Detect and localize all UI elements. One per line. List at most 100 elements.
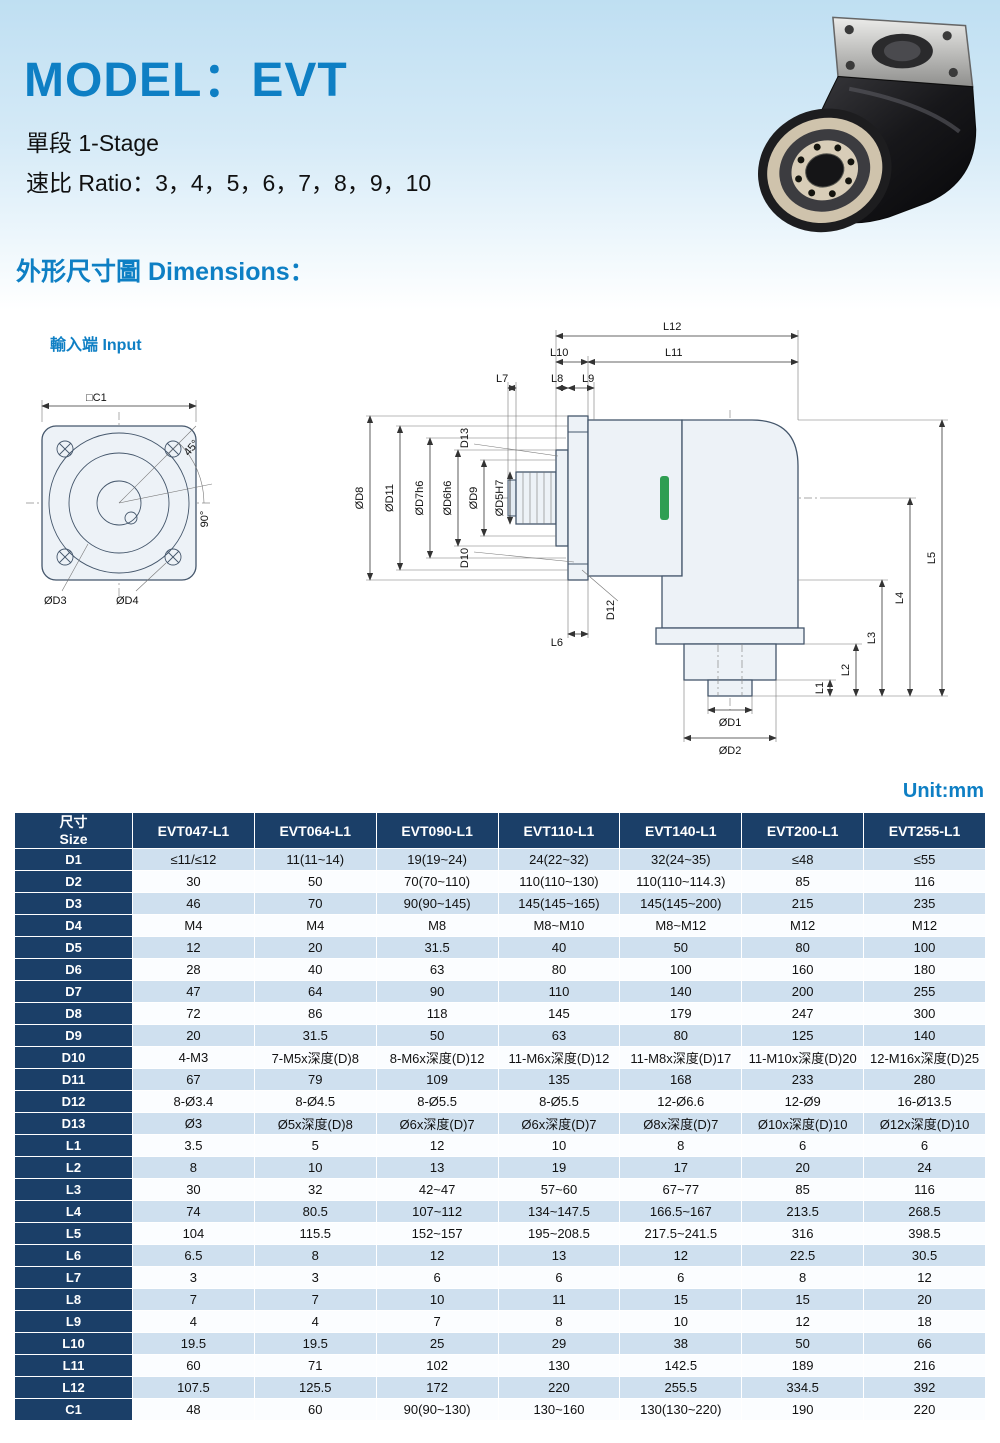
table-cell: 90(90~130): [375, 1398, 499, 1421]
table-cell: M4: [253, 914, 377, 937]
table-cell: 70: [253, 892, 377, 915]
table-cell: 20: [741, 1156, 865, 1179]
table-cell: 50: [619, 936, 743, 959]
table-cell: 17: [619, 1156, 743, 1179]
table-cell: 30: [132, 870, 255, 893]
table-cell: 233: [741, 1068, 865, 1091]
table-cell: 107~112: [375, 1200, 499, 1223]
table-cell: 19(19~24): [375, 848, 499, 871]
row-label: D4: [14, 914, 133, 937]
table-cell: 5: [253, 1134, 377, 1157]
table-cell: 19.5: [253, 1332, 377, 1355]
table-cell: 7: [375, 1310, 499, 1333]
table-cell: 63: [497, 1024, 621, 1047]
table-cell: 145(145~200): [619, 892, 743, 915]
table-cell: 110(110~130): [497, 870, 621, 893]
table-cell: 10: [497, 1134, 621, 1157]
brand-logo: [660, 476, 669, 520]
column-header: EVT090-L1: [375, 812, 499, 849]
table-cell: 217.5~241.5: [619, 1222, 743, 1245]
table-cell: 60: [253, 1398, 377, 1421]
table-cell: 47: [132, 980, 255, 1003]
row-label: D3: [14, 892, 133, 915]
table-cell: Ø6x深度(D)7: [497, 1112, 621, 1135]
table-cell: 19.5: [132, 1332, 255, 1355]
row-label: D11: [14, 1068, 133, 1091]
table-cell: 213.5: [741, 1200, 865, 1223]
table-cell: 3: [253, 1266, 377, 1289]
table-cell: 130: [497, 1354, 621, 1377]
table-cell: 116: [863, 870, 986, 893]
table-cell: 6: [741, 1134, 865, 1157]
table-cell: 190: [741, 1398, 865, 1421]
table-cell: 160: [741, 958, 865, 981]
table-cell: Ø6x深度(D)7: [375, 1112, 499, 1135]
table-cell: 32: [253, 1178, 377, 1201]
table-cell: 142.5: [619, 1354, 743, 1377]
table-cell: 125: [741, 1024, 865, 1047]
table-cell: 8: [132, 1156, 255, 1179]
table-cell: 220: [497, 1376, 621, 1399]
table-cell: 30: [132, 1178, 255, 1201]
table-cell: 10: [253, 1156, 377, 1179]
corner-screw-icon: [164, 548, 182, 566]
row-label: D12: [14, 1090, 133, 1113]
table-cell: 110(110~114.3): [619, 870, 743, 893]
row-label: L2: [14, 1156, 133, 1179]
table-cell: 12: [741, 1310, 865, 1333]
table-cell: 72: [132, 1002, 255, 1025]
row-label: C1: [14, 1398, 133, 1421]
column-header: EVT047-L1: [132, 812, 255, 849]
table-cell: 11-M6x深度(D)12: [497, 1046, 621, 1069]
row-label: D10: [14, 1046, 133, 1069]
table-cell: 67~77: [619, 1178, 743, 1201]
stage-line: 單段 1-Stage: [26, 130, 159, 156]
dim-label-d9: ØD9: [468, 487, 480, 510]
table-cell: 216: [863, 1354, 986, 1377]
row-label: L6: [14, 1244, 133, 1267]
table-cell: 6: [375, 1266, 499, 1289]
table-cell: M8~M12: [619, 914, 743, 937]
table-cell: 134~147.5: [497, 1200, 621, 1223]
table-cell: 118: [375, 1002, 499, 1025]
table-cell: 200: [741, 980, 865, 1003]
dim-label-l7: L7: [496, 373, 508, 385]
table-cell: 398.5: [863, 1222, 986, 1245]
table-cell: 57~60: [497, 1178, 621, 1201]
dim-label-l11: L11: [665, 347, 683, 359]
table-cell: 280: [863, 1068, 986, 1091]
table-cell: 63: [375, 958, 499, 981]
dim-label-od2: ØD2: [719, 745, 742, 757]
table-cell: 4-M3: [132, 1046, 255, 1069]
page-title: MODEL：EVT: [24, 54, 348, 107]
column-header: EVT064-L1: [253, 812, 377, 849]
table-cell: 12: [375, 1244, 499, 1267]
dim-label-d4: ØD4: [116, 595, 139, 607]
corner-screw-icon: [56, 440, 74, 458]
table-cell: 8-Ø4.5: [253, 1090, 377, 1113]
unit-label: Unit:mm: [902, 780, 984, 802]
table-cell: 255.5: [619, 1376, 743, 1399]
row-label: L11: [14, 1354, 133, 1377]
table-cell: 6.5: [132, 1244, 255, 1267]
table-cell: 145: [497, 1002, 621, 1025]
table-cell: 220: [863, 1398, 986, 1421]
table-cell: 130~160: [497, 1398, 621, 1421]
table-cell: 50: [253, 870, 377, 893]
table-cell: 316: [741, 1222, 865, 1245]
row-label: L10: [14, 1332, 133, 1355]
dim-label-d6h6: ØD6h6: [442, 481, 454, 516]
dim-label-l3: L3: [866, 632, 878, 644]
table-cell: 6: [619, 1266, 743, 1289]
table-cell: Ø10x深度(D)10: [741, 1112, 865, 1135]
table-cell: 135: [497, 1068, 621, 1091]
row-label: L12: [14, 1376, 133, 1399]
